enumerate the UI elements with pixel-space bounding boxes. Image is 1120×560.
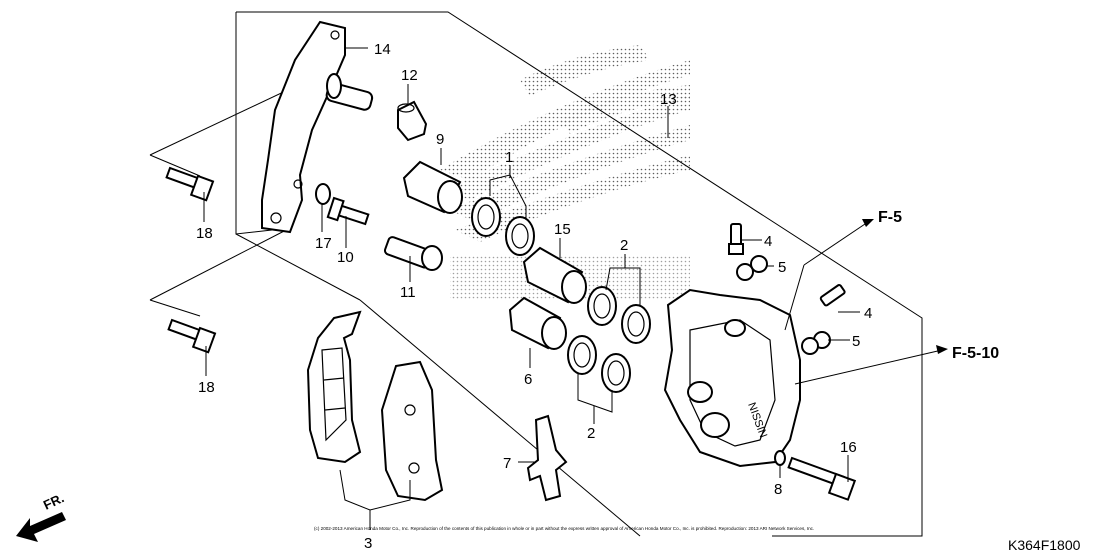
callout-1: 1 — [505, 149, 513, 166]
washer-17 — [315, 183, 331, 205]
pin-11 — [383, 236, 443, 271]
bolt-18-upper — [165, 166, 215, 202]
piston-9 — [402, 160, 463, 214]
callout-14: 14 — [374, 41, 391, 58]
caliper-bracket-14 — [261, 20, 374, 234]
diagram-code: K364F1800 — [1008, 537, 1081, 553]
caliper-body: NISSIN — [663, 288, 801, 468]
bleeder-4-a — [728, 223, 744, 255]
callout-9: 9 — [436, 131, 444, 148]
seal-1-a — [471, 197, 501, 237]
brake-pad-3-inner — [380, 360, 444, 502]
seal-2-upper-a — [587, 286, 617, 326]
ref-f5: F-5 — [878, 209, 902, 226]
piston-15 — [522, 246, 587, 304]
callout-17: 17 — [315, 235, 332, 252]
seal-2-lower-b — [601, 353, 631, 393]
washer-8 — [774, 450, 786, 466]
ref-f510: F-5-10 — [952, 345, 999, 362]
callout-4-lower: 4 — [864, 305, 872, 322]
callout-18-lower: 18 — [198, 379, 215, 396]
pad-spring-7 — [526, 414, 568, 502]
cap-5-a — [736, 255, 768, 281]
callout-12: 12 — [401, 67, 418, 84]
callout-3: 3 — [364, 535, 372, 552]
ref-arrow-f5 — [862, 219, 874, 227]
bleeder-4-b — [819, 284, 846, 307]
callout-4-upper: 4 — [764, 233, 772, 250]
piston-6 — [508, 296, 567, 350]
callout-7: 7 — [503, 455, 511, 472]
callout-8: 8 — [774, 481, 782, 498]
seal-1-b — [505, 216, 535, 256]
seal-2-lower-a — [567, 335, 597, 375]
pin-16 — [787, 456, 857, 501]
boot-12 — [397, 100, 428, 142]
callout-13: 13 — [660, 91, 677, 108]
brake-pad-3-outer — [306, 310, 362, 464]
callout-10: 10 — [337, 249, 354, 266]
callout-5-lower: 5 — [852, 333, 860, 350]
honda-wing-watermark — [440, 45, 690, 300]
pin-10 — [326, 196, 370, 226]
seal-2-upper-b — [621, 304, 651, 344]
callout-18-upper: 18 — [196, 225, 213, 242]
callout-5-upper: 5 — [778, 259, 786, 276]
callout-2-upper: 2 — [620, 237, 628, 254]
leader-lines — [203, 47, 943, 530]
callout-6: 6 — [524, 371, 532, 388]
cap-5-b — [801, 331, 831, 355]
ref-arrow-f510 — [936, 345, 948, 354]
copyright-notice: (c) 2002-2013 American Honda Motor Co., … — [314, 526, 814, 531]
bolt-18-lower — [167, 318, 217, 354]
callout-15: 15 — [554, 221, 571, 238]
callout-11: 11 — [400, 284, 416, 301]
callout-16: 16 — [840, 439, 857, 456]
front-direction-arrow: FR. — [16, 490, 66, 542]
front-direction-label: FR. — [41, 490, 66, 512]
callout-2-lower: 2 — [587, 425, 595, 442]
